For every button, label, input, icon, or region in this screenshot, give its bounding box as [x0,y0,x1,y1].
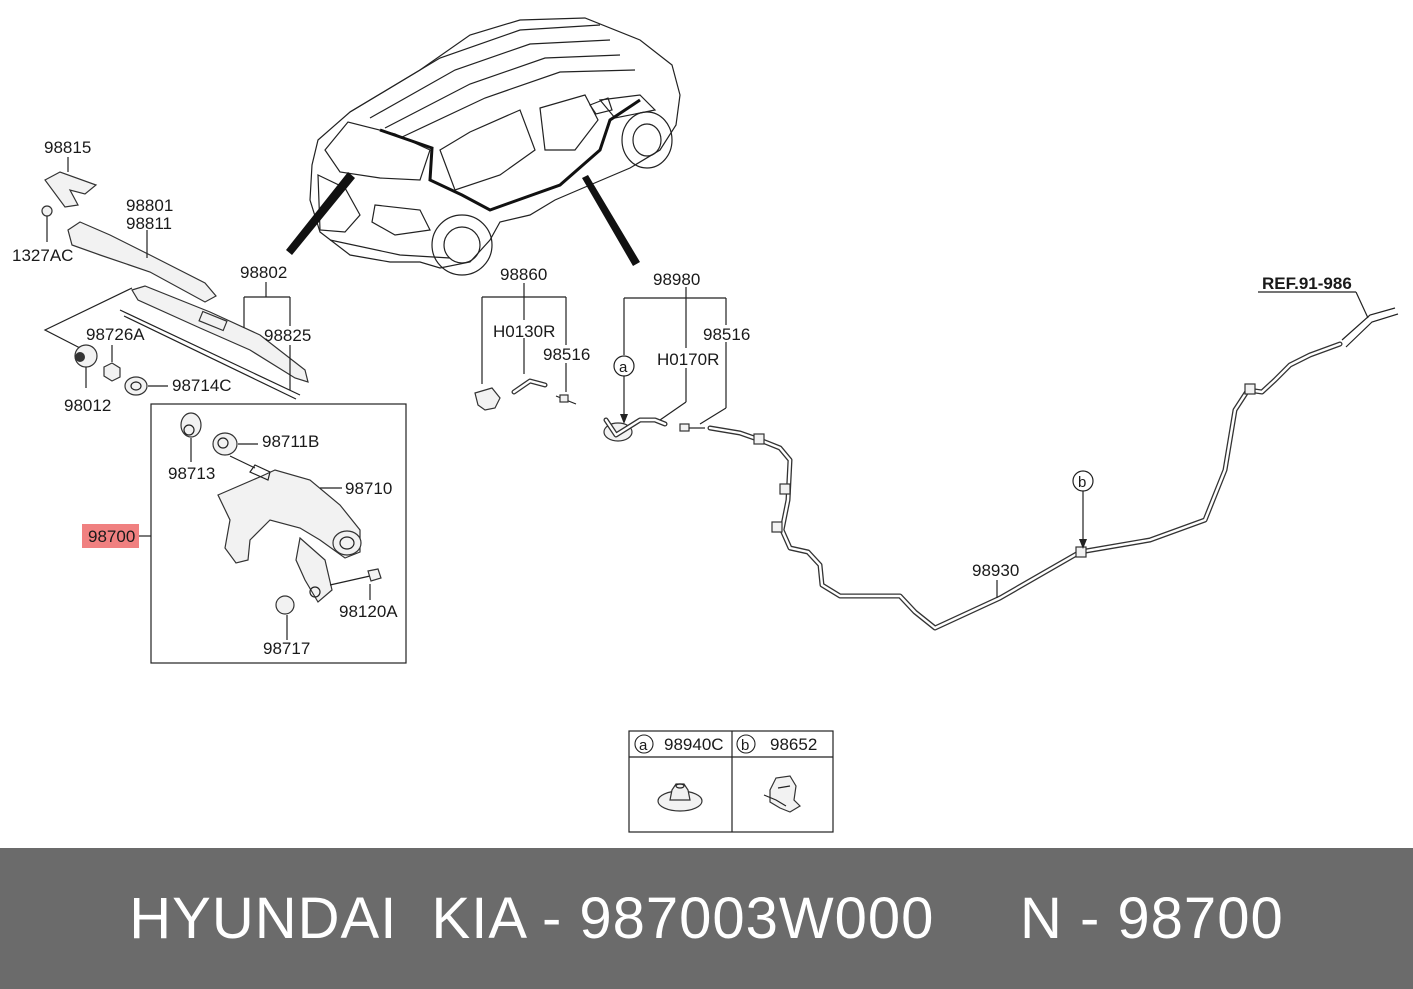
callout-b: b [1078,474,1086,491]
label-98711b: 98711B [262,432,319,451]
wiper-cap-part [44,171,98,208]
washer-nozzle-group: 98860 H0130R 98516 [474,265,590,411]
label-1327ac: 1327AC [12,246,73,265]
nozzle-part [474,387,501,411]
washer-98714c-part [124,376,148,396]
highlight-98700 [82,524,139,548]
label-98811: 98811 [126,214,172,233]
wiper-arm-group: 98815 1327AC 98801 98811 98802 98825 980… [12,138,311,415]
wiper-arm-part [67,221,217,303]
ref-label: REF.91-986 [1262,274,1352,293]
label-98714c: 98714C [172,376,232,395]
wiper-motor-assembly: 98713 98711B 98710 98120A 98717 98700 [82,403,407,664]
legend-a-part: 98940C [664,735,724,754]
wiper-blade-part [131,285,309,383]
label-98516-a: 98516 [543,345,590,364]
hose-grommet-group: 98980 H0170R 98516 a [603,270,750,442]
label-h0130r: H0130R [493,322,555,341]
nut-1327ac-part [41,205,53,217]
label-98710: 98710 [345,479,392,498]
label-98726a: 98726A [86,325,145,344]
clip-98652-icon [763,775,801,813]
parts-diagram: 98815 1327AC 98801 98811 98802 98825 980… [12,17,1399,833]
label-98980: 98980 [653,270,700,289]
label-98700: 98700 [88,527,135,546]
label-98120a: 98120A [339,602,398,621]
parts-legend-table: a 98940C b 98652 [628,730,834,833]
vehicle-illustration [286,17,681,276]
label-98801: 98801 [126,196,173,215]
legend-b-part: 98652 [770,735,817,754]
label-98930: 98930 [972,561,1019,580]
part-number-text: HYUNDAI KIA - 987003W000 N - 98700 [129,886,1284,951]
legend-b-key: b [741,737,749,754]
label-98825: 98825 [264,326,311,345]
washer-hose-98930: REF.91-986 b 98930 [707,274,1399,631]
label-98717: 98717 [263,639,310,658]
assembly-frame [150,403,407,664]
legend-a-key: a [639,737,648,754]
label-98516-b: 98516 [703,325,750,344]
callout-a: a [619,359,628,376]
label-98860: 98860 [500,265,547,284]
label-h0170r: H0170R [657,350,719,369]
part-number-banner: HYUNDAI KIA - 987003W000 N - 98700 [0,848,1413,989]
label-98802: 98802 [240,263,287,282]
nut-98726a-part [103,362,121,382]
label-98713: 98713 [168,464,215,483]
label-98815: 98815 [44,138,91,157]
motor-body-part [217,469,361,564]
grommet-98940c-icon [657,783,703,812]
label-98012: 98012 [64,396,111,415]
